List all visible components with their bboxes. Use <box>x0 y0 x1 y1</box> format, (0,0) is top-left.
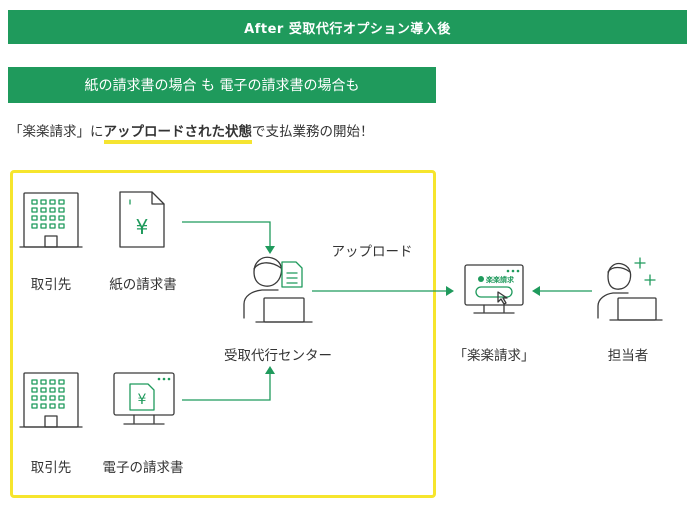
paper-invoice-icon: ¥ <box>119 191 165 248</box>
after-banner: After 受取代行オプション導入後 <box>8 10 687 44</box>
yen-symbol: ¥ <box>138 392 147 408</box>
arrow-paper-to-center <box>182 221 275 254</box>
building-icon <box>19 192 83 248</box>
center-label: 受取代行センター <box>224 348 332 364</box>
case-banner: 紙の請求書の場合 も 電子の請求書の場合も <box>8 67 436 103</box>
person-in-charge-label: 担当者 <box>607 348 649 364</box>
operator-icon <box>243 256 313 323</box>
lead-highlight: アップロードされた状態 <box>103 124 252 144</box>
intake-frame <box>10 170 436 498</box>
yen-symbol: ¥ <box>136 215 149 239</box>
arrow-digital-to-center <box>182 366 275 401</box>
upload-label: アップロード <box>331 244 413 260</box>
supplier-label: 取引先 <box>30 277 72 293</box>
lead-sentence: 「楽楽請求」にアップロードされた状態で支払業務の開始！ <box>9 120 374 144</box>
rakuraku-label: 「楽楽請求」 <box>453 348 535 364</box>
person-in-charge-icon <box>597 257 663 321</box>
digital-invoice-label: 電子の請求書 <box>102 460 184 476</box>
screen-logo: 楽楽請求 <box>485 275 515 284</box>
paper-invoice-label: 紙の請求書 <box>109 277 177 293</box>
rakuraku-screen-icon: 楽楽請求 <box>464 264 524 314</box>
arrow-center-to-rakuraku <box>312 286 454 296</box>
supplier-label: 取引先 <box>30 460 72 476</box>
monitor-invoice-icon: ¥ <box>113 372 175 425</box>
lead-prefix: 「楽楽請求」に <box>9 124 104 140</box>
lead-suffix: で支払業務の開始！ <box>252 124 374 140</box>
building-icon <box>19 372 83 428</box>
arrow-person-to-rakuraku <box>532 286 592 296</box>
